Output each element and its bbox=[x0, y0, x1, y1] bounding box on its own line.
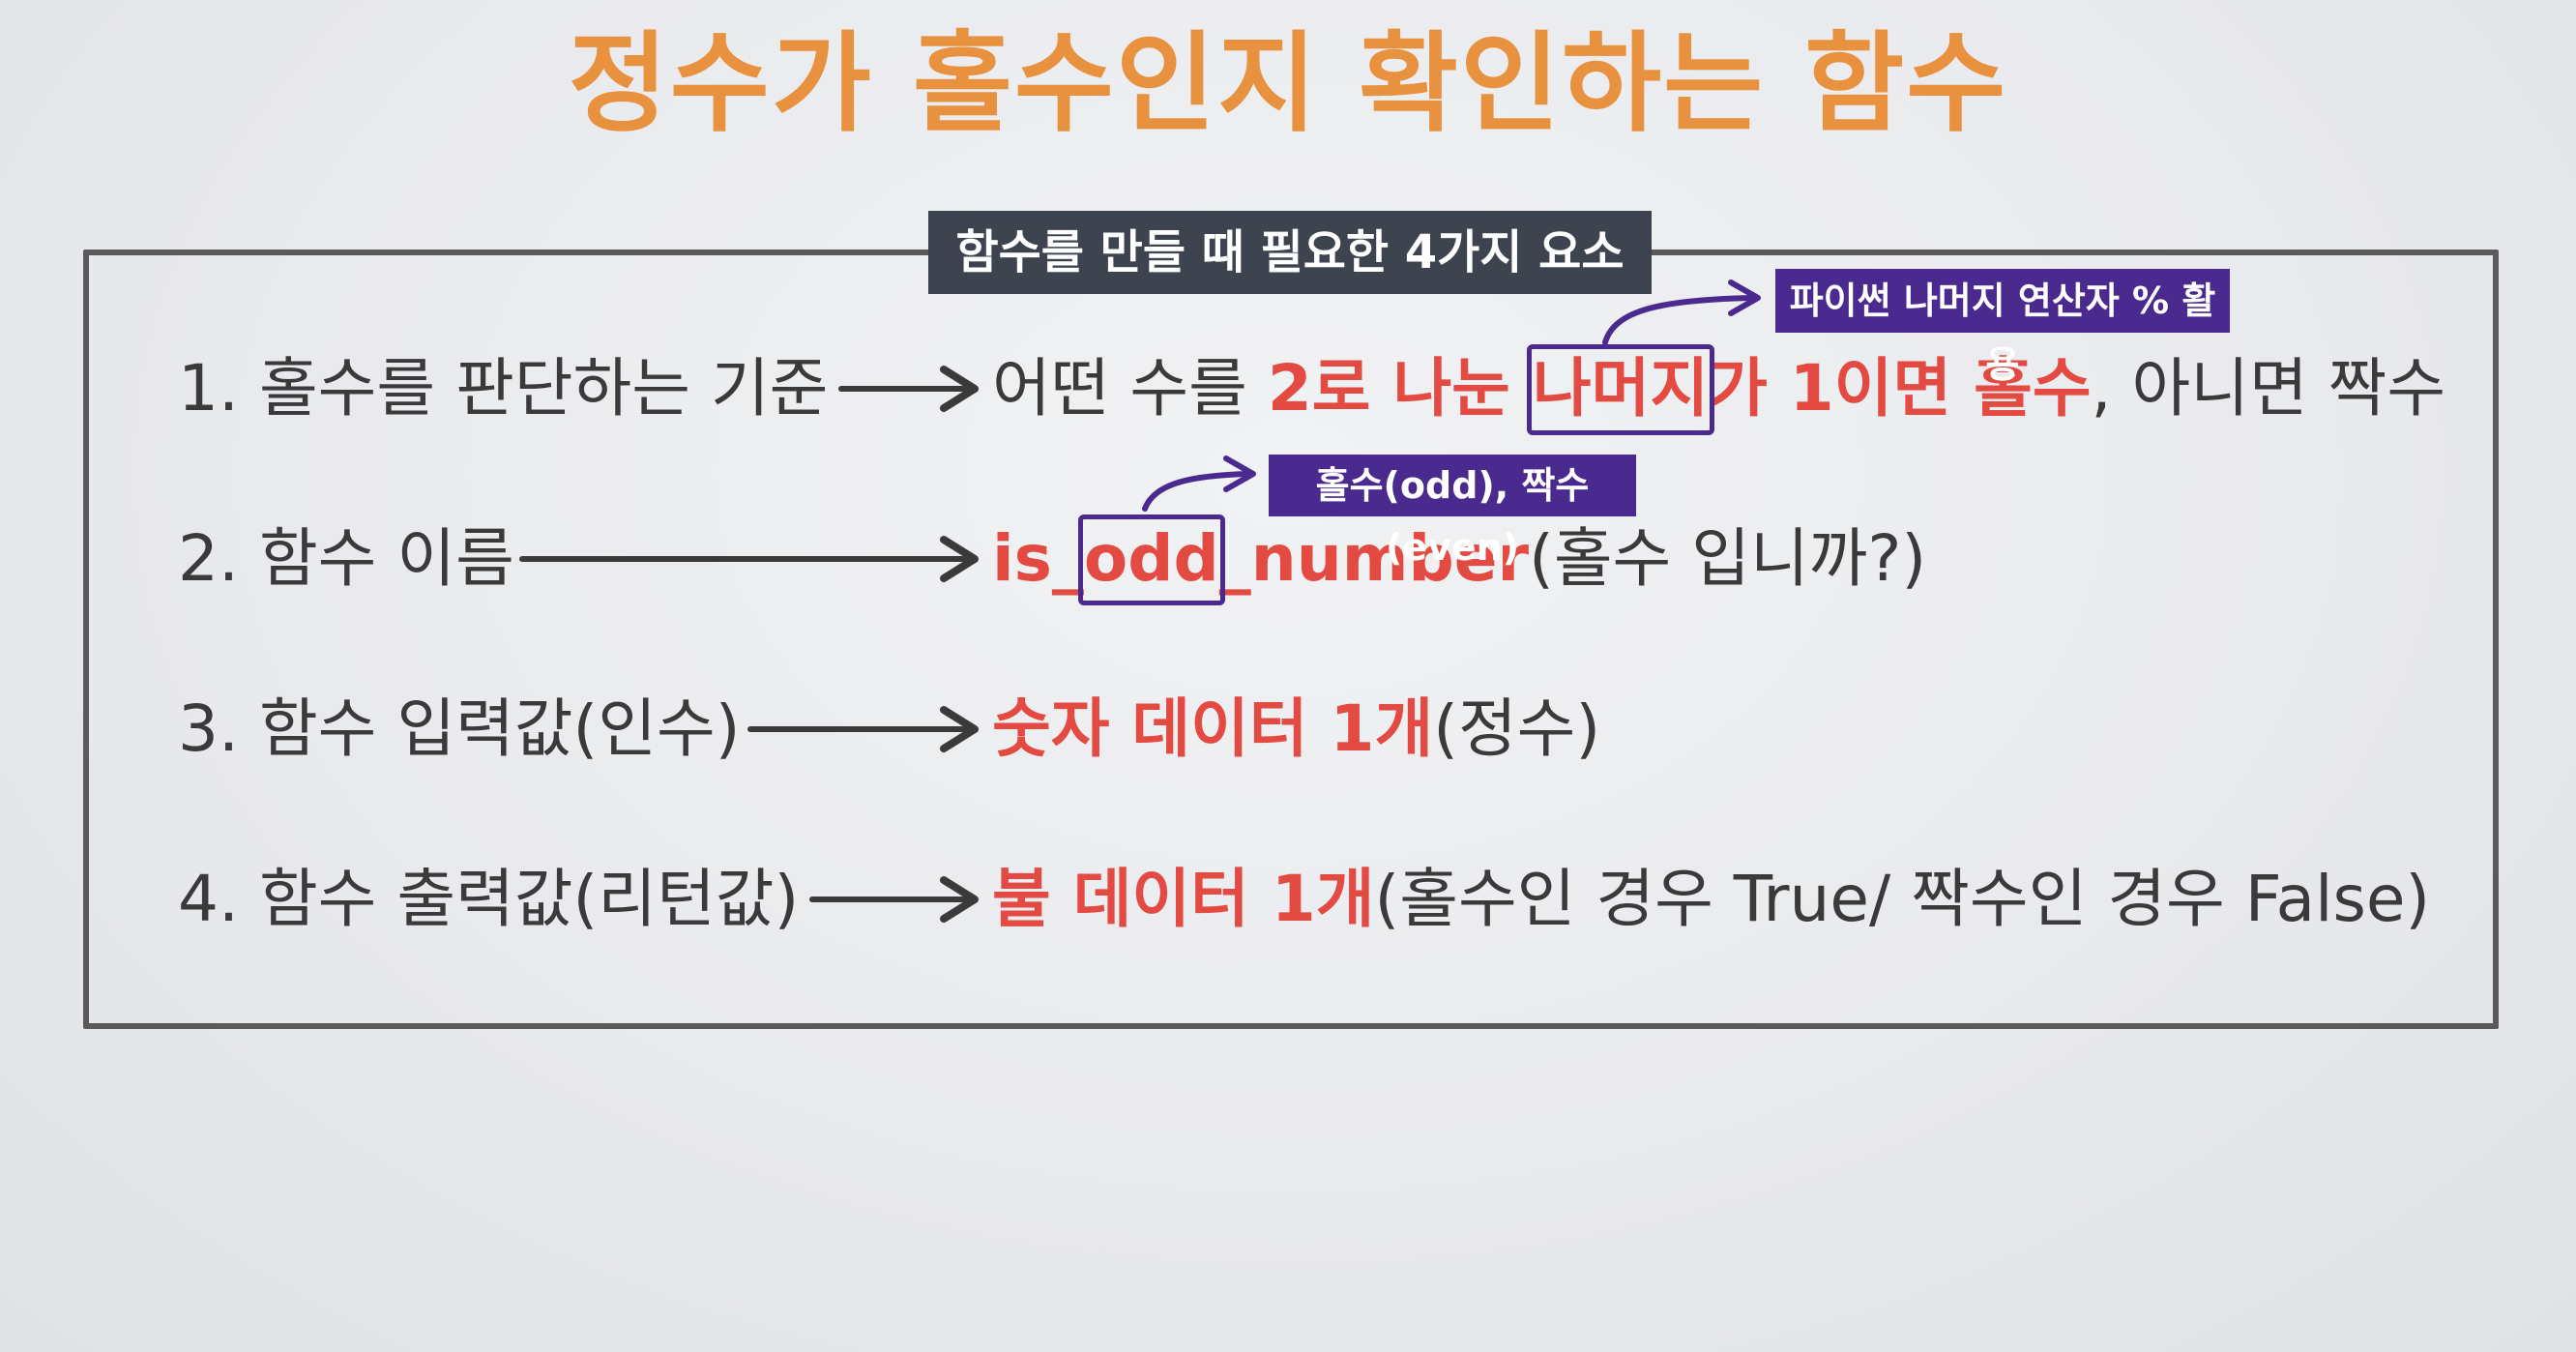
arrow-icon bbox=[838, 366, 979, 412]
row-function-name: 2. 함수 이름 is_odd_number(홀수 입니까?) bbox=[178, 511, 2479, 607]
callout-modulo: 파이썬 나머지 연산자 % 활용 bbox=[1775, 269, 2230, 386]
row-term: 1. 홀수를 판단하는 기준 bbox=[178, 351, 829, 426]
callout-odd-even: 홀수(odd), 짝수(even) bbox=[1269, 455, 1636, 569]
desc-highlight-remainder: 나머지 bbox=[1526, 340, 1715, 437]
desc-plain: , 아니면 짝수 bbox=[2091, 351, 2446, 426]
desc-red: _number bbox=[1218, 521, 1530, 596]
row-output: 4. 함수 출력값(리턴값) 불 데이터 1개(홀수인 경우 True/ 짝수인… bbox=[178, 851, 2479, 948]
row-term: 3. 함수 입력값(인수) bbox=[178, 691, 741, 766]
desc-plain: (홀수 입니까?) bbox=[1529, 521, 1927, 596]
arrow-icon bbox=[519, 536, 979, 582]
desc-red: 2로 나눈 bbox=[1267, 351, 1533, 426]
row-description: 어떤 수를 2로 나눈 나머지가 1이면 홀수, 아니면 짝수 bbox=[992, 340, 2445, 437]
row-input: 3. 함수 입력값(인수) 숫자 데이터 1개(정수) bbox=[178, 681, 2479, 778]
desc-highlight-odd: odd bbox=[1077, 511, 1225, 607]
arrow-icon bbox=[809, 876, 979, 923]
row-criterion: 1. 홀수를 판단하는 기준 어떤 수를 2로 나눈 나머지가 1이면 홀수, … bbox=[178, 340, 2479, 437]
desc-red: 불 데이터 1개 bbox=[992, 862, 1375, 936]
desc-red: 숫자 데이터 1개 bbox=[992, 691, 1434, 766]
desc-plain: (홀수인 경우 True/ 짝수인 경우 False) bbox=[1374, 862, 2431, 936]
row-term: 2. 함수 이름 bbox=[178, 521, 514, 596]
row-description: 숫자 데이터 1개(정수) bbox=[992, 681, 1600, 778]
row-term: 4. 함수 출력값(리턴값) bbox=[178, 862, 800, 936]
desc-red: is_ bbox=[992, 521, 1084, 596]
desc-red: 가 1이면 홀수 bbox=[1709, 351, 2092, 426]
desc-plain: (정수) bbox=[1433, 691, 1601, 766]
arrow-icon bbox=[747, 706, 979, 752]
row-description: is_odd_number(홀수 입니까?) bbox=[992, 511, 1926, 607]
slide-title: 정수가 홀수인지 확인하는 함수 bbox=[568, 21, 2008, 147]
frame-label: 함수를 만들 때 필요한 4가지 요소 bbox=[928, 211, 1652, 294]
desc-plain: 어떤 수를 bbox=[992, 351, 1268, 426]
row-description: 불 데이터 1개(홀수인 경우 True/ 짝수인 경우 False) bbox=[992, 851, 2430, 948]
